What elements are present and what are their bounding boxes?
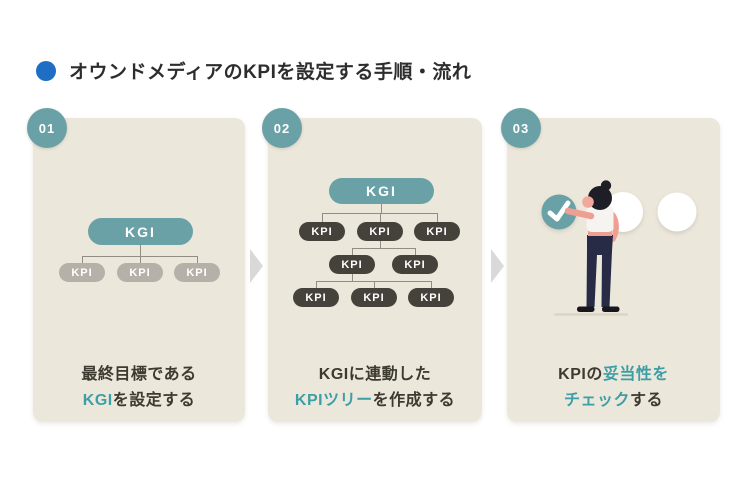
tree-connector bbox=[437, 213, 438, 222]
kpi-node: KPI bbox=[299, 222, 345, 241]
tree-connector bbox=[380, 241, 381, 248]
person bbox=[564, 180, 620, 312]
tree-connector bbox=[316, 281, 317, 288]
step-number-badge: 02 bbox=[262, 108, 302, 148]
tree-connector bbox=[374, 281, 375, 288]
person-hair bbox=[588, 186, 612, 210]
tree-connector bbox=[140, 256, 141, 263]
kpi-node: KPI bbox=[117, 263, 163, 282]
tree-connector bbox=[352, 248, 416, 249]
person-shoe bbox=[577, 306, 595, 312]
kpi-node: KPI bbox=[174, 263, 220, 282]
kpi-node: KPI bbox=[329, 255, 375, 274]
tree-connector bbox=[431, 281, 432, 288]
tree-connector bbox=[380, 213, 381, 222]
kgi-node: KGI bbox=[329, 178, 434, 204]
tree-connector bbox=[140, 245, 141, 256]
kpi-node: KPI bbox=[357, 222, 403, 241]
step-number-badge: 01 bbox=[27, 108, 67, 148]
person-check-illustration bbox=[541, 180, 697, 316]
tree-connector bbox=[322, 213, 323, 222]
caption-segment: KGIに連動した bbox=[318, 366, 432, 383]
step-caption: 最終目標である KGIを設定する bbox=[33, 362, 245, 414]
caption-segment: KPIツリー bbox=[294, 392, 373, 409]
caption-segment: チェック bbox=[563, 392, 630, 409]
person-hair-bun bbox=[600, 180, 612, 191]
check-icon bbox=[547, 200, 571, 222]
kpi-node: KPI bbox=[293, 288, 339, 307]
tree-connector bbox=[82, 256, 83, 263]
caption-segment: KPIの bbox=[558, 366, 603, 383]
person-front-arm bbox=[564, 207, 595, 220]
kgi-node: KGI bbox=[88, 218, 193, 245]
caption-segment: KGI bbox=[82, 392, 113, 409]
kpi-node: KPI bbox=[59, 263, 105, 282]
caption-segment: 最終目標である bbox=[81, 366, 197, 383]
person-shirt bbox=[586, 206, 614, 232]
caption-segment: を作成する bbox=[372, 392, 456, 409]
tree-connector bbox=[381, 204, 382, 213]
tree-connector bbox=[415, 248, 416, 255]
person-face bbox=[582, 196, 594, 208]
caption-segment: する bbox=[630, 392, 664, 409]
step-caption: KGIに連動した KPIツリーを作成する bbox=[268, 362, 482, 414]
kpi-node: KPI bbox=[392, 255, 438, 274]
step-number-badge: 03 bbox=[501, 108, 541, 148]
person-shoe bbox=[602, 306, 620, 312]
option-circle bbox=[657, 192, 697, 232]
page-title-row: オウンドメディアのKPIを設定する手順・流れ bbox=[36, 57, 471, 84]
step-caption: KPIの妥当性をチェックする bbox=[507, 362, 720, 414]
kpi-node: KPI bbox=[414, 222, 460, 241]
bullet-dot-icon bbox=[36, 60, 56, 81]
kpi-node: KPI bbox=[408, 288, 454, 307]
tree-connector bbox=[352, 248, 353, 255]
person-waist bbox=[588, 229, 612, 236]
kpi-node: KPI bbox=[351, 288, 397, 307]
caption-segment: を設定する bbox=[112, 392, 196, 409]
next-step-arrow-icon bbox=[491, 249, 504, 283]
step-card-2: 02 KGI KPI KPI KPI KPI KPI KPI bbox=[262, 108, 482, 422]
person-legs bbox=[586, 235, 613, 307]
caption-segment: 妥当性を bbox=[602, 366, 669, 383]
tree-connector bbox=[352, 274, 353, 281]
step-card-3: 03 bbox=[501, 108, 720, 422]
page-title: オウンドメディアのKPIを設定する手順・流れ bbox=[69, 62, 472, 83]
tree-connector bbox=[197, 256, 198, 263]
next-step-arrow-icon bbox=[250, 249, 263, 283]
